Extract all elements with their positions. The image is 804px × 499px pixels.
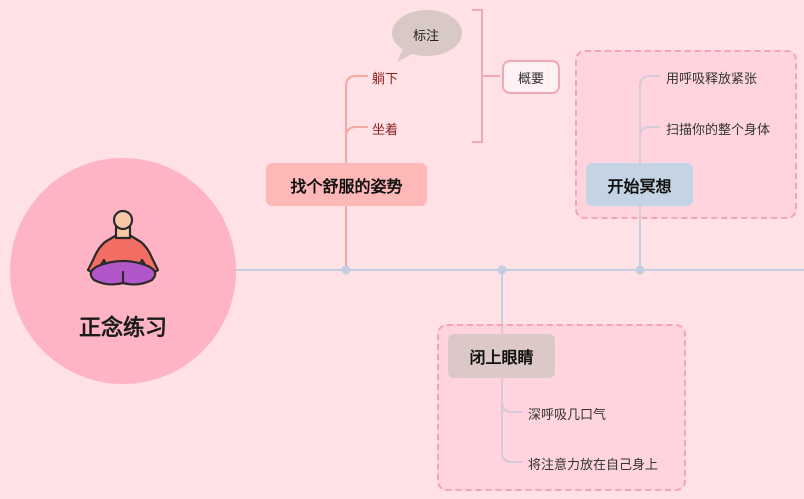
subtopic-sit[interactable]: 坐着 [372,123,399,138]
junction-dot [497,265,507,275]
summary-label: 概要 [517,71,544,87]
subtopic-body-scan[interactable]: 扫描你的整个身体 [666,123,771,138]
branch1-sub-connector [345,75,368,162]
meditating-person-icon [86,209,160,286]
topic-close-eyes[interactable]: 闭上眼睛 [448,334,555,378]
callout-bubble [392,10,462,56]
junction-dot [635,265,645,275]
topic-label: 开始冥想 [607,176,672,196]
subtopic-release-tension[interactable]: 用呼吸释放紧张 [666,72,758,87]
subtopic-lie-down[interactable]: 躺下 [372,72,399,87]
subtopic-focus-on-self[interactable]: 将注意力放在自己身上 [528,458,659,473]
subtopic-deep-breaths[interactable]: 深呼吸几口气 [528,408,607,423]
topic-label: 找个舒服的姿势 [290,176,403,196]
branch2-sub-connector [639,75,660,163]
topic-label: 闭上眼睛 [469,348,534,367]
branch3-sub-connector [501,378,522,463]
callout-label[interactable]: 标注 [413,29,440,44]
callout-tail [397,46,416,62]
topic-comfortable-posture[interactable]: 找个舒服的姿势 [266,163,427,206]
summary-box[interactable]: 概要 [502,60,560,94]
topic-start-meditation[interactable]: 开始冥想 [586,163,693,206]
junction-dot [341,265,351,275]
root-title: 正念练习 [78,316,167,341]
summary-bracket [472,9,500,143]
